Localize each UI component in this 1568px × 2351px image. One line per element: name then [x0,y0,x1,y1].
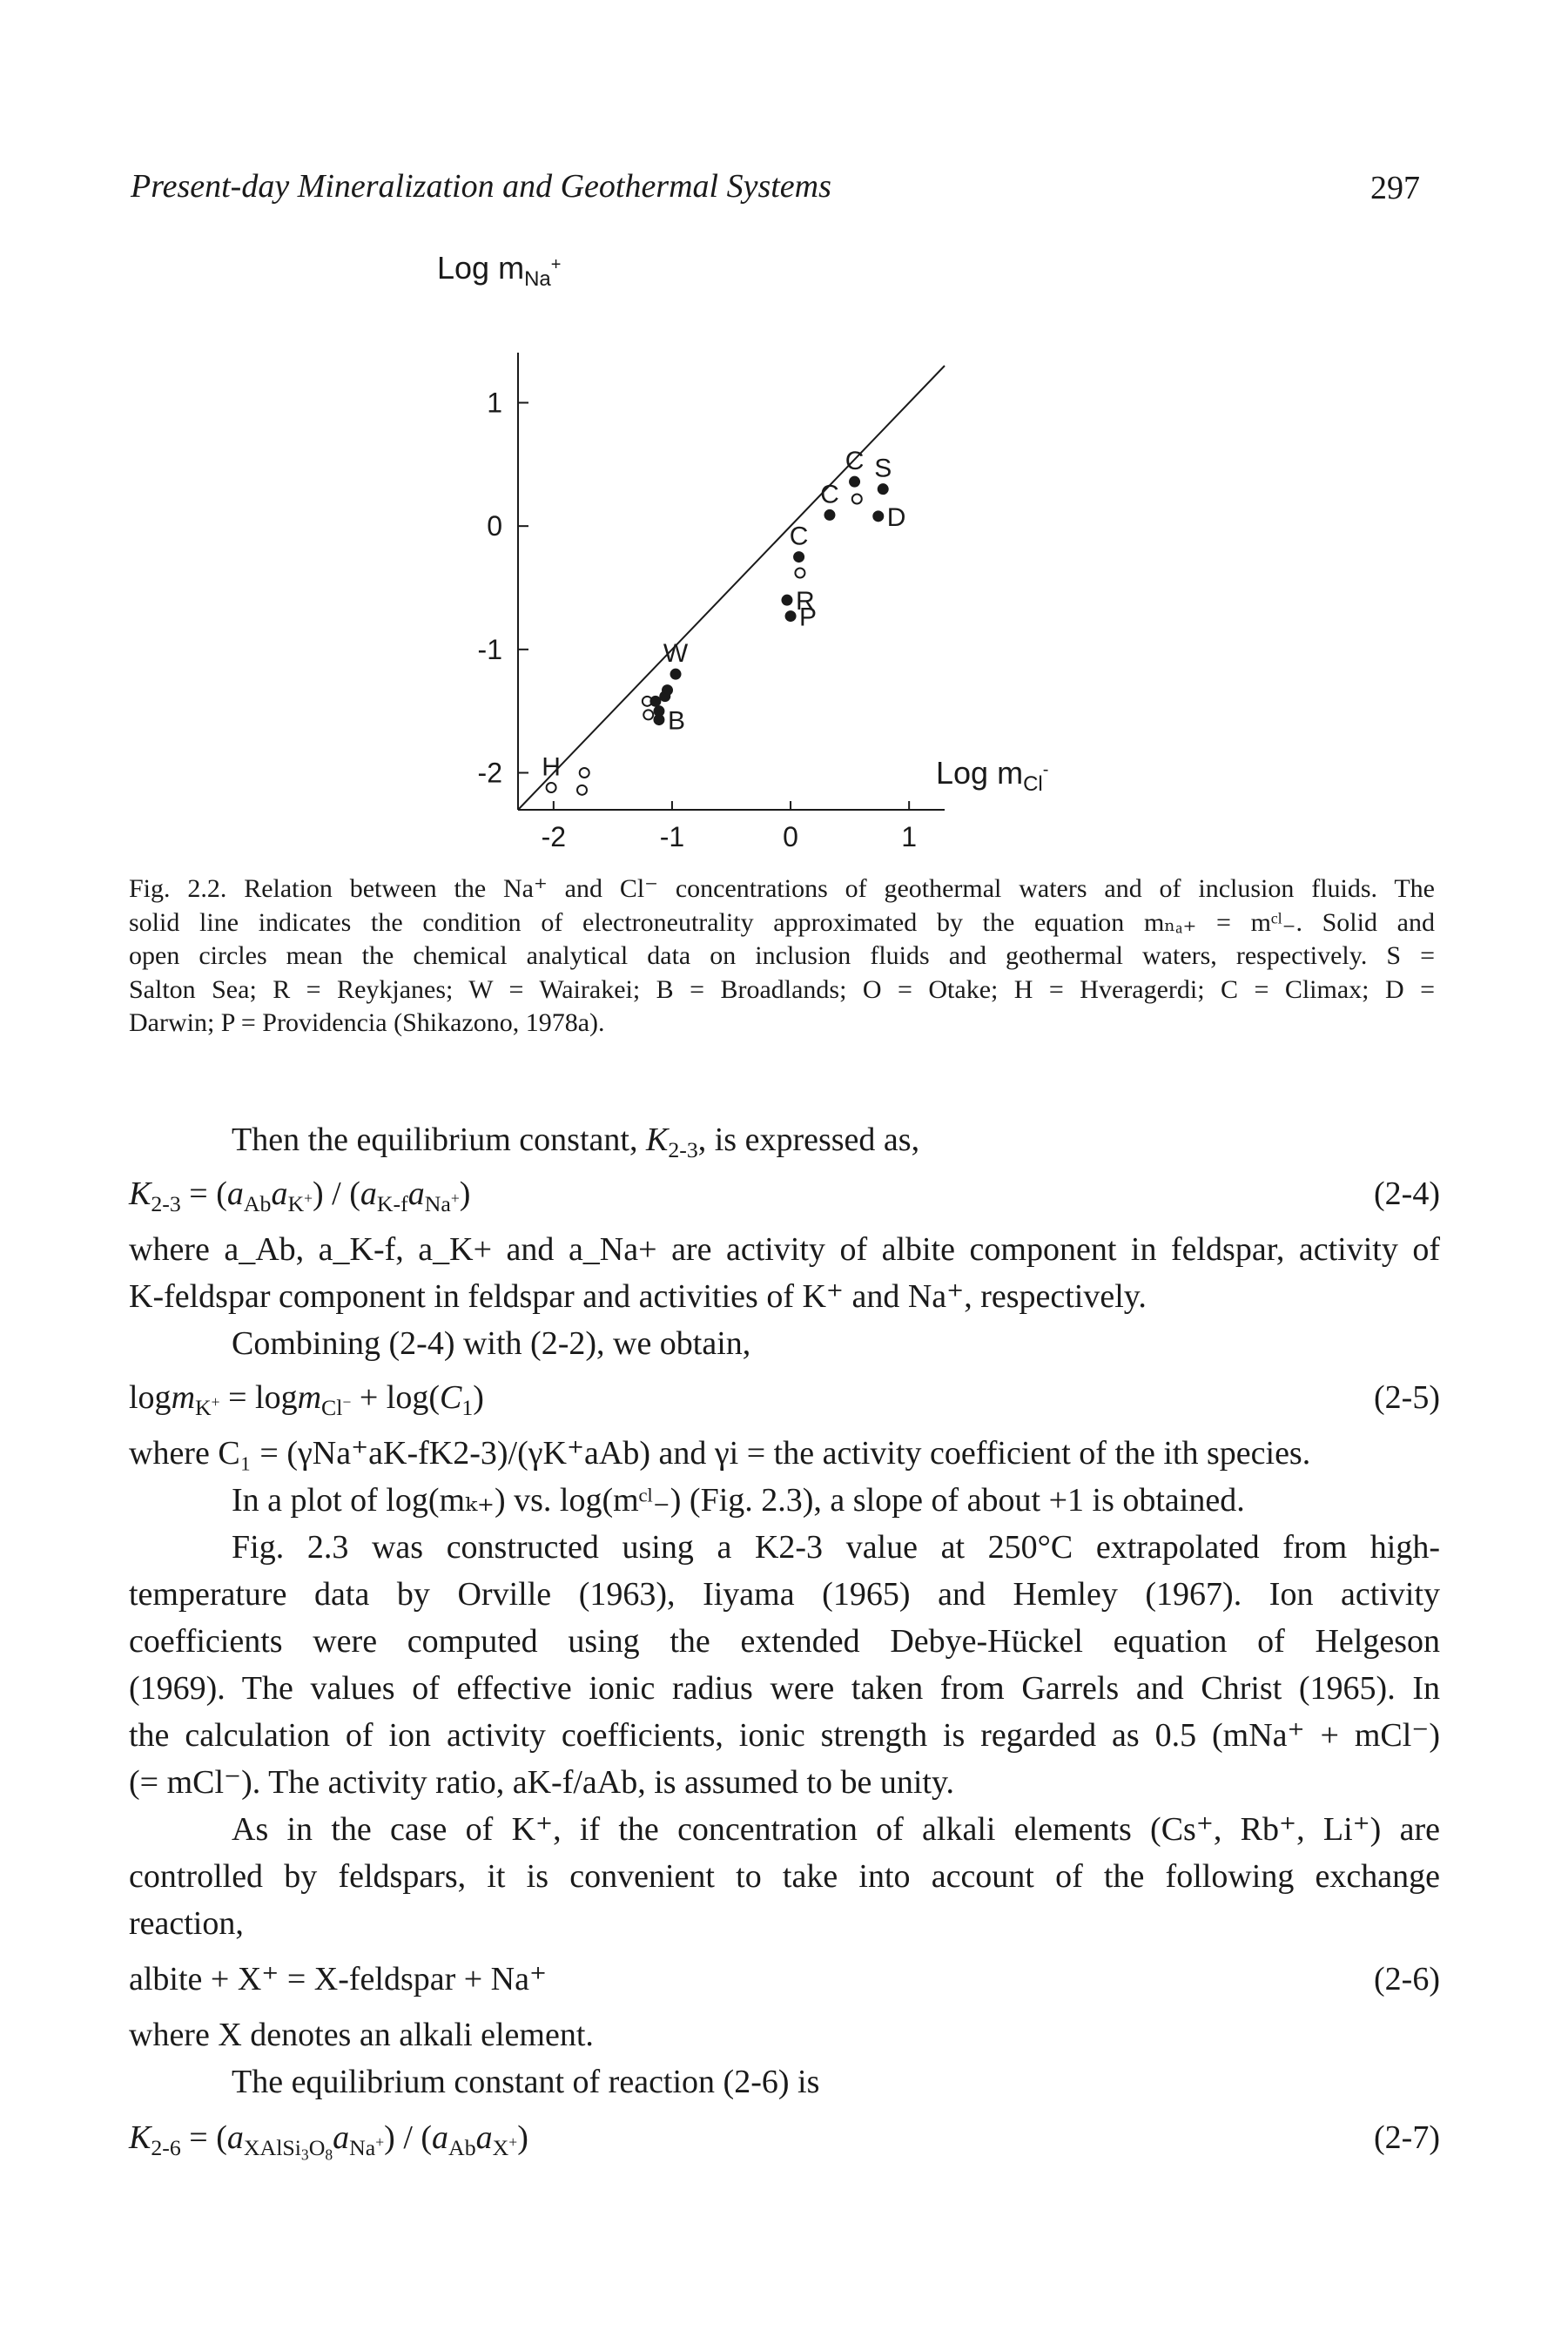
data-point-label: P [799,603,817,632]
equation-2-5: logmK+ = logmCl− + log(C1) (2-5) [129,1374,1440,1421]
data-point [851,493,863,505]
data-point [849,475,861,488]
text-line: temperature data by Orville (1963), Iiya… [129,1576,1440,1613]
text-line: As in the case of K⁺, if the concentrati… [232,1811,1440,1848]
data-point-label: R [796,587,815,616]
data-point-label: C [790,522,809,551]
data-point [653,705,665,717]
data-point [784,610,797,623]
running-header-title: Present-day Mineralization and Geotherma… [131,168,831,205]
x-tick-label: -2 [542,821,566,852]
x-tick-label: -1 [660,821,684,852]
data-point [643,709,655,721]
text-line: Fig. 2.3 was constructed using a K2-3 va… [232,1529,1440,1566]
caption-line: open circles mean the chemical analytica… [129,941,1435,970]
data-point-label: B [668,707,685,736]
data-point [872,510,885,522]
data-point [662,684,673,697]
caption-line: solid line indicates the condition of el… [129,907,1435,937]
body-text: Then the equilibrium constant, K2-3, is … [129,1116,1440,2162]
page-number: 297 [1370,170,1420,206]
data-point-label: H [542,753,561,782]
data-point [578,767,590,778]
equation-number: (2-5) [1374,1379,1440,1416]
data-point [793,551,805,563]
text-line: (1969). The values of effective ionic ra… [129,1670,1440,1707]
text-line: the calculation of ion activity coeffici… [129,1717,1440,1754]
text-line: K-feldspar component in feldspar and act… [129,1278,1147,1315]
paragraph: where C₁ = (γNa⁺aK-fK2-3)/(γK⁺aAb) and γ… [129,1435,1311,1472]
caption-line: Darwin; P = Providencia (Shikazono, 1978… [129,1008,605,1037]
paragraph: Combining (2-4) with (2-2), we obtain, [232,1325,751,1362]
x-tick-label: 0 [783,821,798,852]
text-line: (= mCl⁻). The activity ratio, aK-f/aAb, … [129,1764,955,1801]
paragraph: The equilibrium constant of reaction (2-… [232,2064,820,2100]
caption-line: Salton Sea; R = Reykjanes; W = Wairakei;… [129,974,1435,1004]
data-point [794,567,806,579]
data-point [877,483,889,495]
y-axis-label: Log mNa+ [437,250,561,291]
data-point-label: W [663,639,689,668]
data-point-label: C [820,480,839,509]
text-line: coefficients were computed using the ext… [129,1623,1440,1660]
paragraph: Fig. 2.3 was constructed using a K2-3 va… [129,1524,1440,1806]
equation-number: (2-7) [1374,2119,1440,2156]
x-tick-label: 1 [901,821,917,852]
paragraph: As in the case of K⁺, if the concentrati… [129,1806,1440,1947]
equation-2-6: albite + X⁺ = X-feldspar + Na⁺ (2-6) [129,1956,1440,2003]
data-point [670,668,682,680]
data-point [545,782,557,793]
data-point-label: S [874,455,892,483]
electroneutrality-line [517,365,946,811]
x-axis-label: Log mCl- [936,755,1048,796]
text-line: reaction, [129,1905,244,1942]
paragraph: In a plot of log(mₖ₊) vs. log(mᶜˡ₋) (Fig… [232,1482,1245,1519]
equation-2-4: K2-3 = (aAbaK+) / (aK-faNa+) (2-4) [129,1170,1440,1217]
data-point [576,784,588,796]
figure-caption: Fig. 2.2. Relation between the Na⁺ and C… [129,872,1435,1041]
y-tick-label: -1 [478,634,502,665]
equation-number: (2-4) [1374,1176,1440,1212]
data-point [781,594,793,606]
y-tick-label: -2 [478,758,502,789]
paragraph: Then the equilibrium constant, K2-3, is … [232,1122,920,1162]
data-point-label: D [887,503,906,532]
caption-line: Fig. 2.2. Relation between the Na⁺ and C… [129,874,1435,903]
data-point [649,695,662,707]
paragraph: where X denotes an alkali element. [129,2017,594,2053]
text-line: controlled by feldspars, it is convenien… [129,1858,1440,1895]
y-tick-label: 0 [487,510,502,542]
text-line: where a_Ab, a_K-f, a_K+ and a_Na+ are ac… [129,1231,1440,1268]
equation-2-7: K2-6 = (aXAlSi3O8aNa+) / (aAbaX+) (2-7) [129,2114,1440,2162]
paragraph: where a_Ab, a_K-f, a_K+ and a_Na+ are ac… [129,1226,1440,1320]
equation-number: (2-6) [1374,1961,1440,1997]
data-point-label: C [845,447,865,475]
y-tick-label: 1 [487,387,502,419]
data-point [824,509,836,521]
